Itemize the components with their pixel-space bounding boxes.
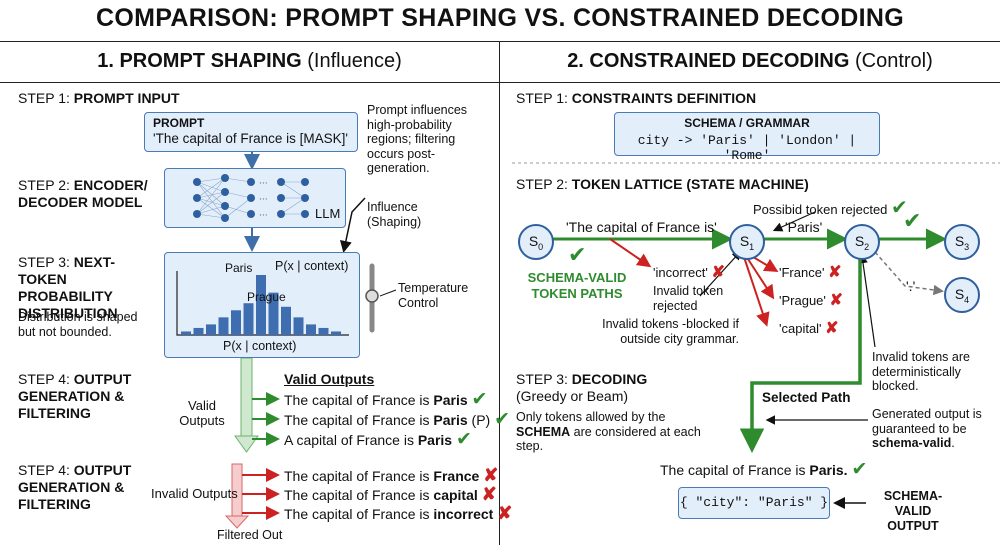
llm-box: ··· ··· ··· LLM — [164, 168, 346, 228]
dist-bar — [231, 310, 241, 335]
dist-bar — [218, 317, 229, 335]
dist-bar — [193, 327, 204, 335]
dist-bar — [318, 327, 329, 335]
dist-axis — [176, 271, 349, 336]
check-icon: ✔ — [903, 208, 922, 233]
valid-heading: Valid Outputs — [284, 371, 375, 387]
dist-bar — [243, 303, 254, 335]
left-step1-label: STEP 1: PROMPT INPUT — [18, 90, 180, 106]
dist-bar — [306, 324, 316, 335]
dist-bottom-label: P(x | context) — [223, 339, 297, 353]
branch-token-capital: 'capital' ✘ — [779, 320, 839, 337]
final-output-text: The capital of France is Paris. ✔ — [660, 459, 868, 480]
schema-title: SCHEMA / GRAMMAR — [684, 116, 810, 130]
dist-bar — [268, 292, 279, 335]
invalid-output-1: The capital of France is France ✘ — [284, 465, 499, 485]
check-icon: ✔ — [891, 197, 908, 219]
dist-bar — [293, 317, 304, 335]
left-step2-label: STEP 2: ENCODER/ DECODER MODEL — [18, 177, 148, 210]
schema-valid-paths-label: SCHEMA-VALID TOKEN PATHS — [527, 270, 627, 301]
right-step3-note: Only tokens allowed by the SCHEMA are co… — [516, 410, 701, 453]
state-s4: S4 — [944, 277, 980, 313]
prompt-box: PROMPT 'The capital of France is [MASK]' — [144, 112, 358, 152]
dist-paris-label: Paris — [225, 261, 253, 275]
step3-note: Distribution is shaped but not bounded. — [18, 310, 138, 339]
cross-icon: ✘ — [483, 465, 499, 485]
schema-box: SCHEMA / GRAMMAR city -> 'Paris' | 'Lond… — [614, 112, 880, 163]
temperature-label: Temperature Control — [398, 281, 469, 310]
check-icon: ✔ — [471, 389, 488, 410]
state-s2: S2 — [844, 224, 880, 260]
selected-path-label: Selected Path — [762, 390, 851, 405]
state-s3: S3 — [944, 224, 980, 260]
left-column-heading: 1. PROMPT SHAPING (Influence) — [97, 50, 402, 72]
state-s0: S0 — [518, 224, 554, 260]
state-s1: S1 — [729, 224, 765, 260]
right-step2-label: STEP 2: TOKEN LATTICE (STATE MACHINE) — [516, 176, 809, 192]
edge-prefix-label: 'The capital of France is' — [566, 219, 717, 235]
valid-side-label: Valid Outputs — [179, 398, 225, 428]
cross-icon: ✘ — [825, 320, 839, 337]
influence-note: Influence (Shaping) — [367, 200, 422, 229]
right-step3-sub: (Greedy or Beam) — [516, 388, 629, 404]
left-step4a-label: STEP 4: OUTPUT GENERATION & FILTERING — [18, 371, 132, 421]
edge-paris-label: 'Paris' — [785, 219, 823, 235]
dist-prague-label: Prague — [247, 290, 286, 304]
valid-output-3: A capital of France is Paris ✔ — [284, 429, 472, 450]
invalid-rejected-note: Invalid token rejected — [653, 284, 724, 313]
left-step4b-label: STEP 4: OUTPUT GENERATION & FILTERING — [18, 462, 132, 512]
page-title: COMPARISON: PROMPT SHAPING VS. CONSTRAIN… — [96, 4, 904, 32]
column-divider — [499, 41, 500, 545]
header-divider — [0, 41, 1000, 42]
dist-bar — [206, 324, 216, 335]
edge-dot-label: '.' — [906, 278, 916, 294]
check-icon: ✔ — [455, 429, 472, 450]
guarantee-note: Generated output is guaranteed to be sch… — [872, 407, 982, 450]
cross-icon: ✘ — [481, 484, 497, 504]
subheader-divider — [0, 82, 1000, 83]
rejected-note: Possibid token rejected ✔ — [753, 197, 908, 219]
schema-valid-output-label: SCHEMA-VALID OUTPUT — [883, 489, 943, 533]
valid-output-1: The capital of France is Paris ✔ — [284, 389, 488, 410]
right-step1-label: STEP 1: CONSTRAINTS DEFINITION — [516, 90, 757, 106]
invalid-side-label: Invalid Outputs — [151, 486, 238, 501]
invalid-output-3: The capital of France is incorrect ✘ — [284, 503, 513, 523]
llm-label: LLM — [315, 206, 341, 221]
blocked-note: Invalid tokens -blocked if outside city … — [602, 317, 739, 346]
neural-net-icon: ··· ··· ··· — [193, 174, 309, 222]
dist-bar — [331, 331, 341, 335]
deterministic-note: Invalid tokens are deterministically blo… — [872, 350, 970, 393]
incorrect-token: 'incorrect' ✘ — [653, 264, 725, 281]
branch-token-prague: 'Prague' ✘ — [779, 292, 843, 309]
dist-bar — [181, 331, 191, 335]
right-column-heading: 2. CONSTRAINED DECODING (Control) — [567, 50, 933, 72]
branch-token-france: 'France' ✘ — [779, 264, 842, 281]
dist-bar — [281, 306, 291, 335]
prompt-note: Prompt influences high-probability regio… — [367, 103, 468, 175]
valid-output-2: The capital of France is Paris (P) ✔ — [284, 409, 511, 430]
check-icon: ✔ — [851, 459, 868, 480]
schema-text: city -> 'Paris' | 'London' | 'Rome' — [637, 133, 857, 163]
prompt-box-title: PROMPT — [153, 116, 205, 130]
left-step3-label: STEP 3: NEXT-TOKEN PROBABILITY DISTRIBUT… — [18, 254, 118, 321]
check-icon: ✔ — [494, 409, 511, 430]
invalid-output-2: The capital of France is capital ✘ — [284, 484, 497, 504]
prompt-box-text: 'The capital of France is [MASK]' — [153, 131, 348, 146]
cross-icon: ✘ — [829, 292, 843, 309]
distribution-box: P(x | context) Paris Prague P(x | contex… — [164, 252, 360, 358]
right-step3-label: STEP 3: DECODING — [516, 371, 648, 387]
svg-text:···: ··· — [259, 211, 268, 221]
cross-icon: ✘ — [828, 264, 842, 281]
filtered-out-label: Filtered Out — [217, 528, 283, 542]
cross-icon: ✘ — [497, 503, 513, 523]
json-output-box: { "city": "Paris" } — [678, 487, 830, 519]
dist-bar — [256, 275, 266, 335]
svg-text:···: ··· — [259, 195, 268, 205]
svg-text:···: ··· — [259, 179, 268, 189]
check-icon: ✔ — [568, 242, 587, 267]
distribution-chart — [176, 271, 349, 336]
dist-top-label: P(x | context) — [275, 259, 349, 273]
cross-icon: ✘ — [711, 264, 725, 281]
